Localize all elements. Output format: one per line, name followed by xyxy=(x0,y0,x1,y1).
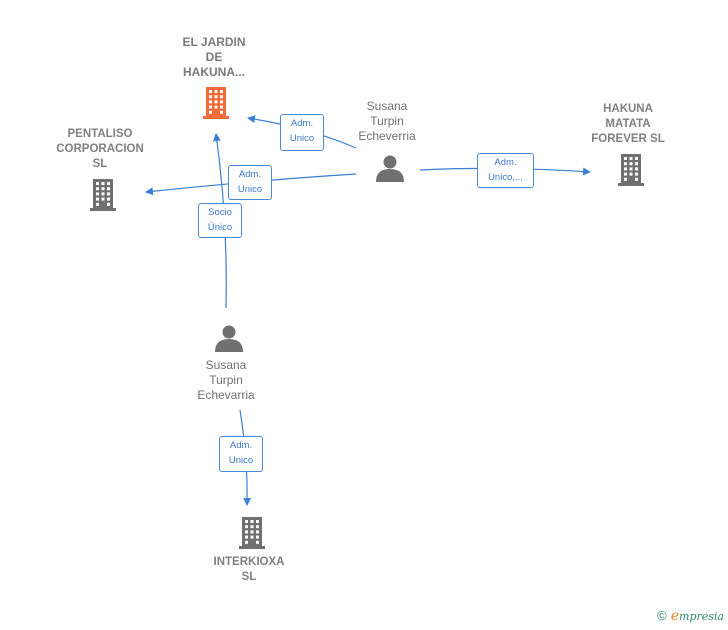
node-label-interkioxa[interactable]: INTERKIOXA SL xyxy=(213,556,285,583)
edge-label-socio-unico: Socio Único xyxy=(198,203,242,238)
node-label-susana-top[interactable]: Susana Turpin Echeverria xyxy=(358,99,416,143)
building-icon-hakuna-matata[interactable] xyxy=(618,154,644,186)
building-icon-interkioxa[interactable] xyxy=(239,517,265,549)
empresia-watermark: ©empresia xyxy=(657,608,724,624)
node-label-susana-bottom[interactable]: Susana Turpin Echevarria xyxy=(197,358,255,402)
building-icon-pentaliso[interactable] xyxy=(90,179,116,211)
person-icon-susana-top[interactable] xyxy=(376,155,404,183)
edge-label-adm-unico-hakuna: Adm. Unico,... xyxy=(477,153,534,188)
node-label-hakuna-matata[interactable]: HAKUNA MATATA FOREVER SL xyxy=(591,103,665,145)
edge-label-adm-unico-el-jardin: Adm. Unico xyxy=(280,114,324,151)
edge-label-adm-unico-interkioxa: Adm. Unico xyxy=(219,436,263,472)
edge-label-adm-unico-pentaliso: Adm. Unico xyxy=(228,165,272,200)
copyright-symbol: © xyxy=(657,608,667,623)
empresia-logo: empresia xyxy=(670,608,724,624)
node-label-pentaliso[interactable]: PENTALISO CORPORACION SL xyxy=(56,128,144,170)
person-icon-susana-bottom[interactable] xyxy=(215,325,243,353)
building-icon-el-jardin[interactable] xyxy=(203,87,229,119)
node-label-el-jardin[interactable]: EL JARDIN DE HAKUNA... xyxy=(182,35,246,79)
